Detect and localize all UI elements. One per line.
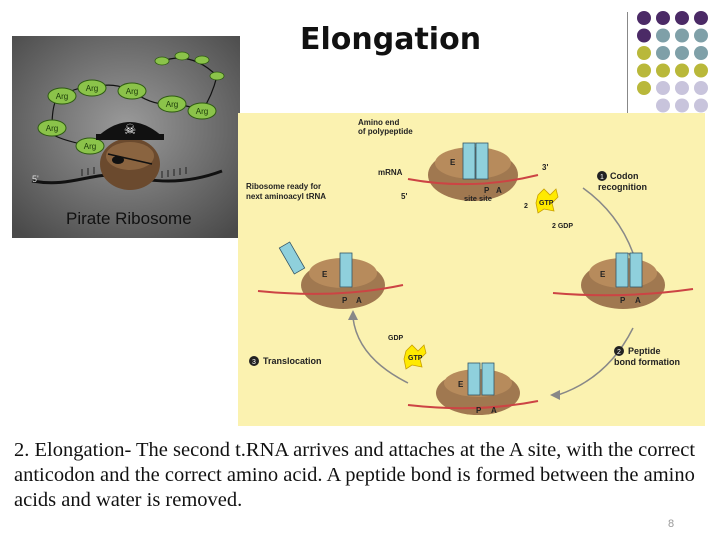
amino-end-label: Amino end: [358, 118, 399, 127]
five-prime-label: 5': [401, 192, 407, 201]
decorative-dot: [656, 11, 670, 25]
amino-acid-label: Arg: [196, 107, 208, 116]
site-p-bottom: P: [476, 406, 482, 415]
decorative-dot: [656, 98, 670, 113]
decorative-dot: [656, 28, 670, 43]
gdp-count: 2 GDP: [552, 223, 573, 230]
divider-line: [627, 12, 628, 120]
arrow-step3: [352, 317, 409, 384]
step1-title-1: Codon: [610, 171, 639, 181]
decorative-dot: [637, 28, 651, 43]
amino-acid-label: Arg: [84, 142, 96, 151]
site-p-top: P: [484, 186, 490, 195]
amino-acid-bead: [157, 95, 187, 113]
decorative-dot: [694, 81, 708, 95]
slide-caption: 2. Elongation- The second t.RNA arrives …: [14, 439, 696, 511]
decorative-dot: [675, 98, 689, 113]
decorative-dot: [694, 46, 708, 60]
decorative-dot: [656, 46, 670, 60]
decorative-dot: [656, 63, 670, 78]
step3-title: Translocation: [263, 356, 322, 366]
site-e-top: E: [450, 158, 456, 167]
site-e-bottom: E: [458, 380, 464, 389]
amino-acid-bead: [47, 87, 77, 105]
decorative-dot: [675, 11, 689, 25]
step1-number: 1: [600, 174, 604, 181]
amino-acid-bead-small: [174, 51, 190, 61]
decorative-dot: [694, 28, 708, 43]
amino-acid-bead: [117, 82, 147, 100]
site-label: site site: [464, 194, 492, 203]
decorative-dot: [675, 46, 689, 60]
amino-acid-label: Arg: [46, 124, 58, 133]
decorative-dot: [694, 63, 708, 78]
decorative-dot-grid: [637, 11, 708, 113]
amino-acid-label: Arg: [126, 87, 138, 96]
pirate-ribosome-label: Pirate Ribosome: [66, 209, 192, 228]
step2-number: 2: [617, 349, 621, 356]
amino-acid-bead: [37, 119, 67, 137]
polypeptide-label: of polypeptide: [358, 127, 413, 136]
amino-acid-bead: [187, 102, 217, 120]
decorative-dot: [656, 81, 670, 95]
arrow-step1: [582, 187, 634, 254]
amino-acid-label: Arg: [86, 84, 98, 93]
site-a-bottom: A: [491, 406, 497, 415]
decorative-dot: [637, 11, 651, 25]
step3-number: 3: [252, 359, 256, 366]
amino-acid-bead: [77, 79, 107, 97]
arrow-step2: [557, 327, 634, 396]
amino-acid-label: Arg: [56, 92, 68, 101]
gtp-top: GTP: [539, 200, 554, 207]
decorative-dot: [694, 11, 708, 25]
gtp-count: 2: [524, 203, 528, 210]
amino-acid-bead: [75, 137, 105, 155]
decorative-dot: [637, 63, 651, 78]
site-p-left: P: [342, 296, 348, 305]
three-prime-label: 3': [542, 163, 548, 172]
page-number: 8: [668, 518, 675, 530]
decorative-dot: [637, 81, 651, 95]
step2-title-1: Peptide: [628, 346, 661, 356]
elongation-cycle-diagram: Amino end of polypeptide mRNA 3' 5' E P …: [238, 113, 705, 426]
skull-icon: ☠: [124, 121, 137, 137]
pirate-five-prime: 5': [32, 174, 39, 184]
site-p-right: P: [620, 296, 626, 305]
decorative-dot: [675, 28, 689, 43]
step2-title-2: bond formation: [614, 357, 680, 367]
decorative-dot: [637, 46, 651, 60]
site-a-top: A: [496, 186, 502, 195]
site-a-left: A: [356, 296, 362, 305]
ribosome-ready-label-1: Ribosome ready for: [246, 182, 321, 191]
mrna-label: mRNA: [378, 168, 403, 177]
slide-title: Elongation: [300, 22, 482, 57]
step1-title-2: recognition: [598, 182, 647, 192]
site-a-right: A: [635, 296, 641, 305]
site-e-left: E: [322, 270, 328, 279]
decorative-dot: [675, 81, 689, 95]
decorative-dot: [694, 98, 708, 113]
ribosome-ready-label-2: next aminoacyl tRNA: [246, 192, 326, 201]
site-e-right: E: [600, 270, 606, 279]
gtp-left: GTP: [408, 355, 423, 362]
amino-acid-label: Arg: [166, 100, 178, 109]
amino-acid-bead-small: [154, 56, 170, 66]
amino-acid-bead-small: [194, 55, 210, 65]
decorative-dot: [675, 63, 689, 78]
amino-acid-bead-small: [209, 71, 225, 81]
gdp-left: GDP: [388, 335, 404, 342]
